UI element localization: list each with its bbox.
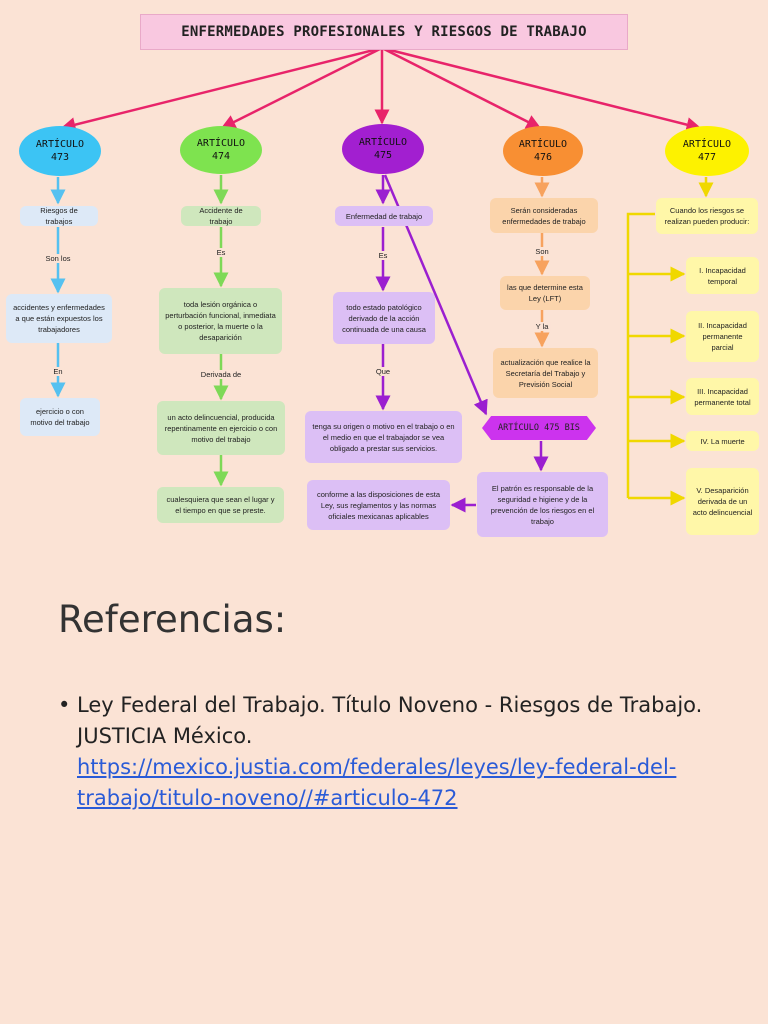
consequence-item: II. Incapacidad permanente parcial xyxy=(686,311,759,362)
col1-connector1: Son los xyxy=(43,254,73,263)
article-number: 473 xyxy=(50,152,70,163)
article-476-node: ARTÍCULO 476 xyxy=(503,126,583,176)
article-number: 474 xyxy=(211,151,231,162)
reference-link[interactable]: https://mexico.justia.com/federales/leye… xyxy=(77,755,677,810)
consequence-item: V. Desaparición derivada de un acto deli… xyxy=(686,468,759,535)
col2-box1: Accidente de trabajo xyxy=(181,206,261,226)
reference-item: • Ley Federal del Trabajo. Título Noveno… xyxy=(58,690,708,814)
consequence-item: IV. La muerte xyxy=(686,431,759,451)
col5-box1: Cuando los riesgos se realizan pueden pr… xyxy=(656,198,758,234)
article-475-bis-node: ARTÍCULO 475 BIS xyxy=(482,416,596,440)
article-label: ARTÍCULO xyxy=(358,137,408,148)
article-label: ARTÍCULO xyxy=(682,139,732,150)
consequence-item: III. Incapacidad permanente total xyxy=(686,378,759,415)
col3-connector1: Es xyxy=(376,251,390,260)
col1-box2: accidentes y enfermedades a que están ex… xyxy=(6,294,112,343)
col4-box2: las que determine esta Ley (LFT) xyxy=(500,276,590,310)
article-number: 475 xyxy=(373,150,393,161)
col1-box3: ejercicio o con motivo del trabajo xyxy=(20,398,100,436)
connector-lines xyxy=(50,46,714,513)
col3-box3: tenga su origen o motivo en el trabajo o… xyxy=(305,411,462,463)
reference-text: Ley Federal del Trabajo. Título Noveno -… xyxy=(77,693,703,748)
article-475-bis-box: El patrón es responsable de la seguridad… xyxy=(477,472,608,537)
article-label: ARTÍCULO xyxy=(196,138,246,149)
article-475-node: ARTÍCULO 475 xyxy=(342,124,424,174)
col4-box3: actualización que realice la Secretaría … xyxy=(493,348,598,398)
article-number: 477 xyxy=(697,152,717,163)
article-474-node: ARTÍCULO 474 xyxy=(180,126,262,174)
diagram-title: ENFERMEDADES PROFESIONALES Y RIESGOS DE … xyxy=(140,14,628,50)
col2-box2: toda lesión orgánica o perturbación func… xyxy=(159,288,282,354)
col2-box3: un acto delincuencial, producida repenti… xyxy=(157,401,285,455)
references-heading: Referencias: xyxy=(58,598,287,641)
col4-box1: Serán consideradas enfermedades de traba… xyxy=(490,198,598,233)
col3-connector2: Que xyxy=(373,367,393,376)
concept-map: ENFERMEDADES PROFESIONALES Y RIESGOS DE … xyxy=(6,14,759,537)
col1-connector2: En xyxy=(51,367,65,376)
bullet-icon: • xyxy=(58,693,71,717)
article-label: ARTÍCULO xyxy=(518,139,568,150)
col1-box1: Riesgos de trabajos xyxy=(20,206,98,226)
col4-connector2: Y la xyxy=(533,322,551,331)
col2-box4: cualesquiera que sean el lugar y el tiem… xyxy=(157,487,284,523)
article-label: ARTÍCULO xyxy=(35,139,85,150)
article-473-node: ARTÍCULO 473 xyxy=(19,126,101,176)
consequence-item: I. Incapacidad temporal xyxy=(686,257,759,294)
col3-box2: todo estado patológico derivado de la ac… xyxy=(333,292,435,344)
col4-connector1: Son xyxy=(533,247,551,256)
col3-box4: conforme a las disposiciones de esta Ley… xyxy=(307,480,450,530)
col2-connector2: Derivada de xyxy=(198,370,244,379)
col3-box1: Enfermedad de trabajo xyxy=(335,206,433,226)
article-477-node: ARTÍCULO 477 xyxy=(665,126,749,176)
col2-connector1: Es xyxy=(214,248,228,257)
article-number: 476 xyxy=(533,152,553,163)
